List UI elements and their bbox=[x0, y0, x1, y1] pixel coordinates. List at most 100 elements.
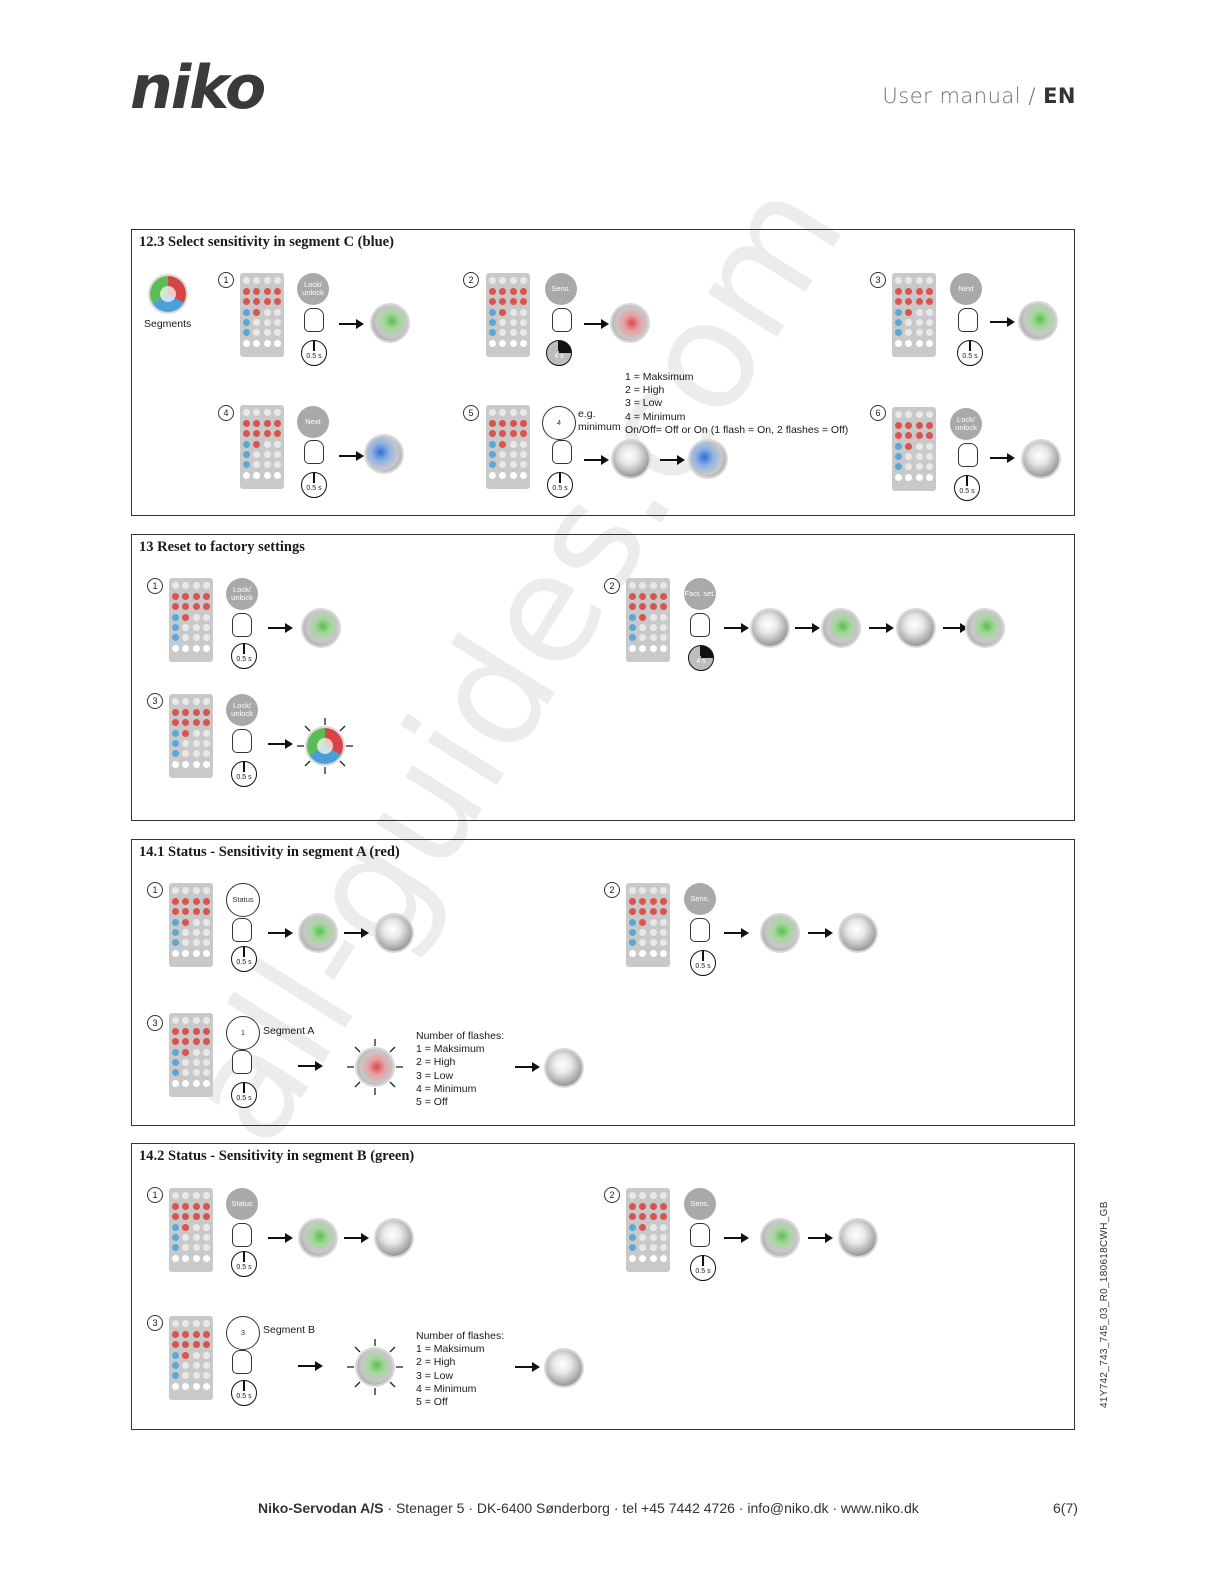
led-green bbox=[303, 610, 339, 646]
led-off bbox=[613, 441, 649, 477]
led-off bbox=[840, 915, 876, 951]
remote-control bbox=[892, 407, 936, 491]
arrow-icon bbox=[268, 739, 293, 749]
arrow-icon bbox=[298, 1361, 323, 1371]
sens-button: Sens. bbox=[545, 273, 577, 305]
section-13: 13 Reset to factory settings 1 Lock/ unl… bbox=[131, 534, 1075, 821]
legend-line: On/Off= Off or On (1 flash = On, 2 flash… bbox=[625, 423, 849, 436]
timer-icon: 0.5 s bbox=[954, 475, 980, 501]
section-title: 14.2 Status - Sensitivity in segment B (… bbox=[139, 1148, 415, 1164]
arrow-icon bbox=[515, 1362, 540, 1372]
remote-control bbox=[626, 578, 670, 662]
led-blue bbox=[690, 441, 726, 477]
step-number: 2 bbox=[463, 272, 479, 288]
hand-icon bbox=[304, 308, 324, 332]
arrow-icon bbox=[990, 453, 1015, 463]
led-green bbox=[823, 610, 859, 646]
step-number: 1 bbox=[218, 272, 234, 288]
remote-control bbox=[169, 1188, 213, 1272]
arrow-icon bbox=[515, 1062, 540, 1072]
timer-icon: 0.5 s bbox=[231, 1251, 257, 1277]
flash-rays-icon bbox=[347, 1339, 403, 1395]
arrow-icon bbox=[339, 451, 364, 461]
lock-unlock-button: Lock/ unlock bbox=[226, 694, 258, 726]
company-name: Niko-Servodan A/S bbox=[258, 1500, 384, 1516]
arrow-icon bbox=[584, 319, 609, 329]
led-green bbox=[372, 305, 408, 341]
led-off bbox=[376, 1220, 412, 1256]
hand-icon bbox=[232, 918, 252, 942]
arrow-icon bbox=[268, 928, 293, 938]
legend-line: 5 = Off bbox=[416, 1396, 448, 1409]
arrow-icon bbox=[268, 623, 293, 633]
led-off bbox=[546, 1350, 582, 1386]
legend-line: 3 = Low bbox=[416, 1369, 454, 1382]
arrow-icon bbox=[990, 317, 1015, 327]
led-green bbox=[762, 915, 798, 951]
timer-icon: 4 s bbox=[688, 645, 714, 671]
hand-icon bbox=[690, 918, 710, 942]
step-number: 2 bbox=[604, 578, 620, 594]
arrow-icon bbox=[298, 1061, 323, 1071]
section-12-3: 12.3 Select sensitivity in segment C (bl… bbox=[131, 229, 1075, 516]
document-code: 41Y742_743_745_03_R0_180618CWH_GB bbox=[1099, 1201, 1110, 1408]
arrow-icon bbox=[795, 623, 820, 633]
step-number: 2 bbox=[604, 882, 620, 898]
remote-control bbox=[892, 273, 936, 357]
step-number: 1 bbox=[147, 1187, 163, 1203]
niko-logo: niko bbox=[130, 53, 266, 123]
section-title: 13 Reset to factory settings bbox=[139, 539, 305, 555]
legend-line: 2 = High bbox=[416, 1356, 456, 1369]
remote-control bbox=[626, 883, 670, 967]
led-green bbox=[357, 1349, 393, 1385]
arrow-icon bbox=[808, 928, 833, 938]
legend-line: 4 = Minimum bbox=[625, 410, 686, 423]
section-14-1: 14.1 Status - Sensitivity in segment A (… bbox=[131, 839, 1075, 1126]
remote-control bbox=[169, 1316, 213, 1400]
remote-control bbox=[169, 1013, 213, 1097]
manual-text: User manual bbox=[882, 84, 1022, 108]
led-green bbox=[300, 1220, 336, 1256]
lock-unlock-button: Lock/ unlock bbox=[297, 273, 329, 305]
flash-rays-icon bbox=[347, 1039, 403, 1095]
led-off bbox=[1023, 441, 1059, 477]
hand-icon bbox=[958, 443, 978, 467]
remote-control bbox=[626, 1188, 670, 1272]
lock-unlock-button: Lock/ unlock bbox=[950, 408, 982, 440]
next-button: Next bbox=[950, 273, 982, 305]
led-off bbox=[376, 915, 412, 951]
led-red bbox=[357, 1049, 393, 1085]
arrow-icon bbox=[584, 455, 609, 465]
timer-icon: 0.5 s bbox=[231, 946, 257, 972]
segment-label: Segment A bbox=[263, 1025, 315, 1037]
remote-control bbox=[486, 273, 530, 357]
led-green bbox=[967, 610, 1003, 646]
arrow-icon bbox=[268, 1233, 293, 1243]
arrow-icon bbox=[724, 928, 749, 938]
hand-icon bbox=[232, 729, 252, 753]
flash-rays-icon bbox=[297, 718, 353, 774]
separator: / bbox=[1028, 84, 1036, 108]
led-red bbox=[612, 305, 648, 341]
arrow-icon bbox=[869, 623, 894, 633]
legend-line: 3 = Low bbox=[416, 1069, 454, 1082]
timer-icon: 4 s bbox=[546, 340, 572, 366]
flashes-legend: Number of flashes: 1 = Maksimum 2 = High… bbox=[416, 1030, 504, 1109]
hand-icon bbox=[552, 440, 572, 464]
legend-line: 2 = High bbox=[625, 384, 665, 397]
arrow-icon bbox=[339, 319, 364, 329]
timer-icon: 0.5 s bbox=[301, 340, 327, 366]
legend-line: 4 = Minimum bbox=[416, 1382, 477, 1395]
timer-icon: 0.5 s bbox=[301, 472, 327, 498]
sensitivity-legend: 1 = Maksimum 2 = High 3 = Low 4 = Minimu… bbox=[625, 371, 848, 437]
flashes-title: Number of flashes: bbox=[416, 1030, 505, 1042]
lock-unlock-button: Lock/ unlock bbox=[226, 578, 258, 610]
segment-label: Segment B bbox=[263, 1324, 315, 1336]
timer-icon: 0.5 s bbox=[231, 1380, 257, 1406]
step-number: 6 bbox=[870, 405, 886, 421]
led-off bbox=[840, 1220, 876, 1256]
factory-set-button: Fact. set. bbox=[684, 578, 716, 610]
legend-line: 4 = Minimum bbox=[416, 1082, 477, 1095]
flashes-title: Number of flashes: bbox=[416, 1330, 505, 1342]
sens-button: Sens. bbox=[684, 1188, 716, 1220]
